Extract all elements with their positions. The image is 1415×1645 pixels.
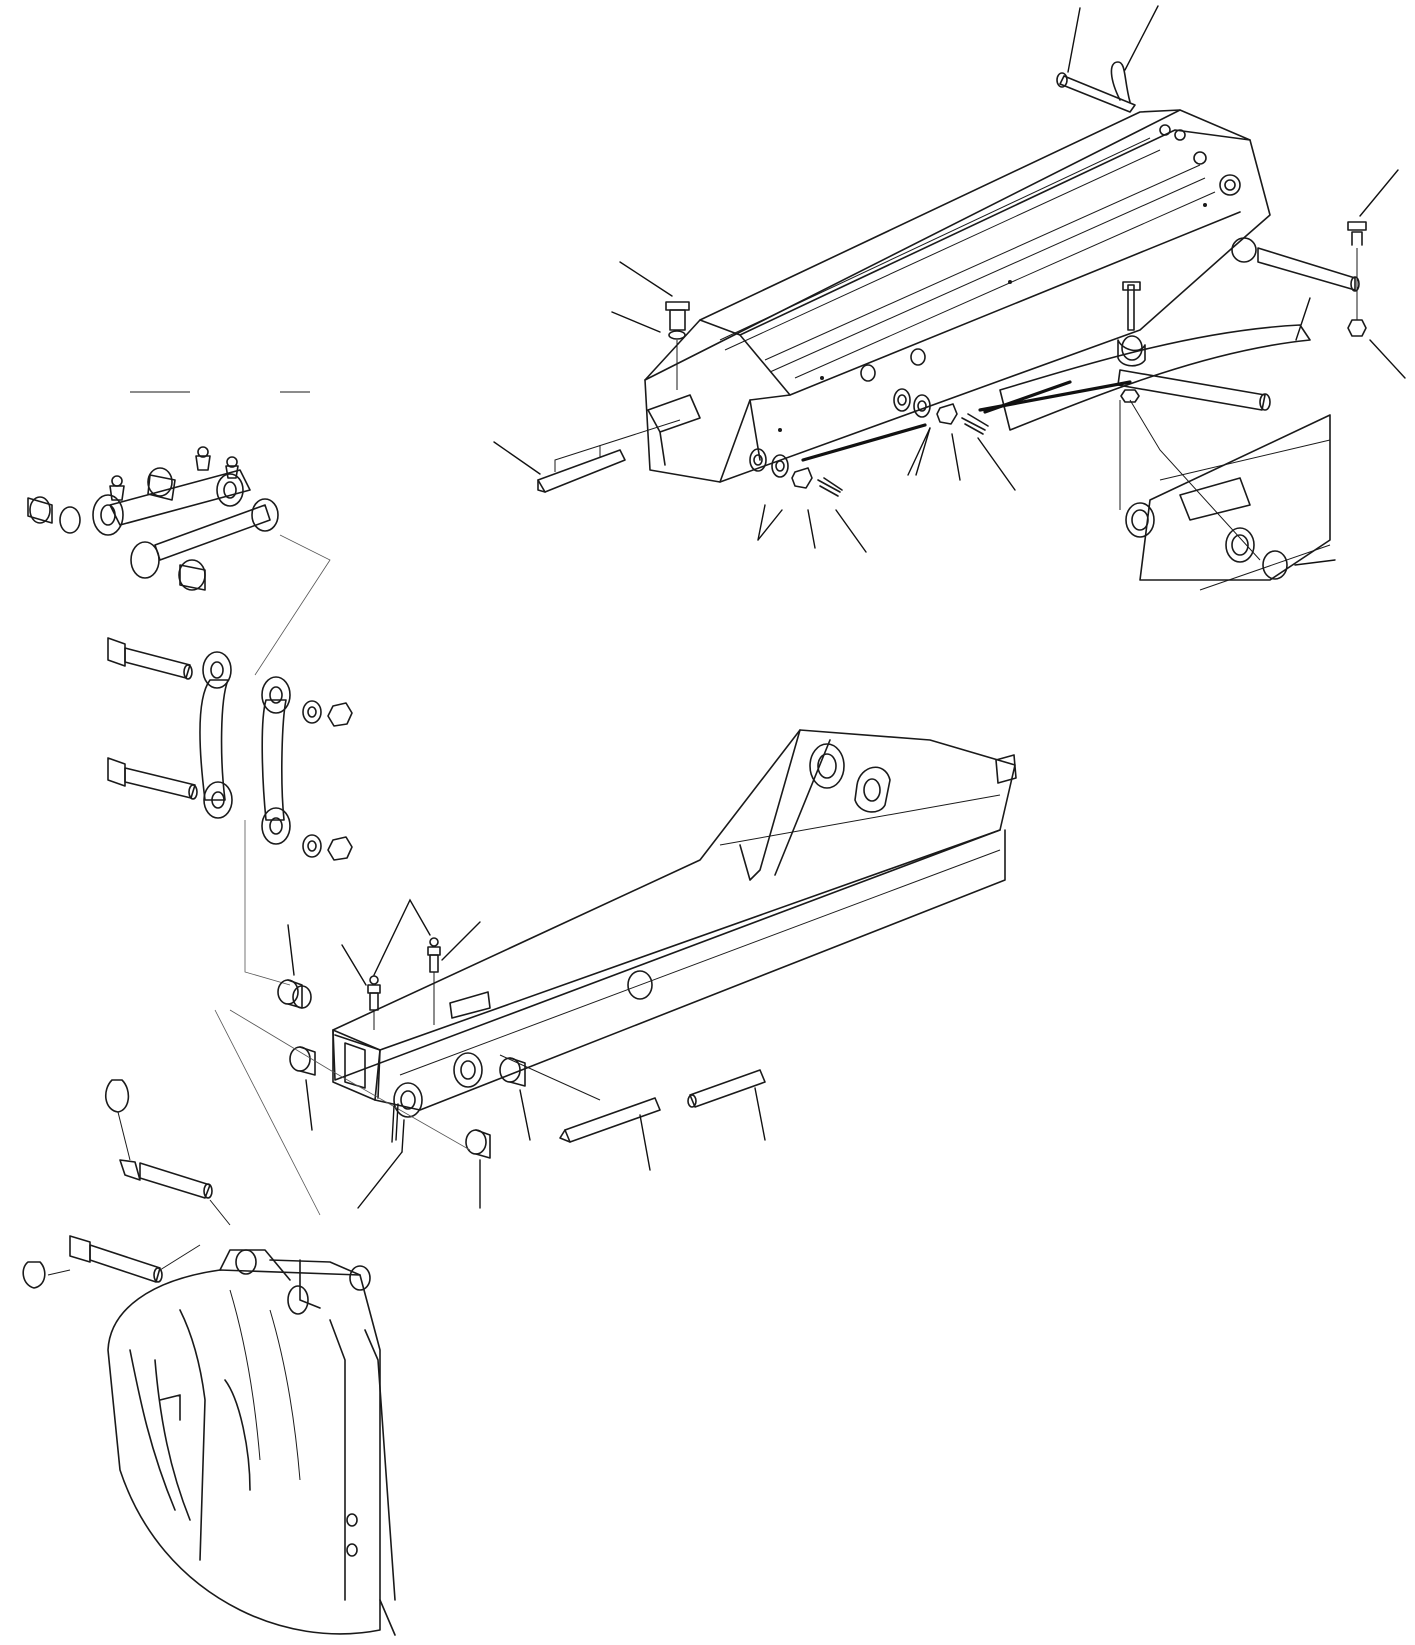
linkage-assembly: [27, 446, 353, 1216]
dipper-arm: [229, 729, 1017, 1209]
boom-arm-assembly: [130, 5, 1406, 591]
bucket: [22, 1079, 399, 1636]
